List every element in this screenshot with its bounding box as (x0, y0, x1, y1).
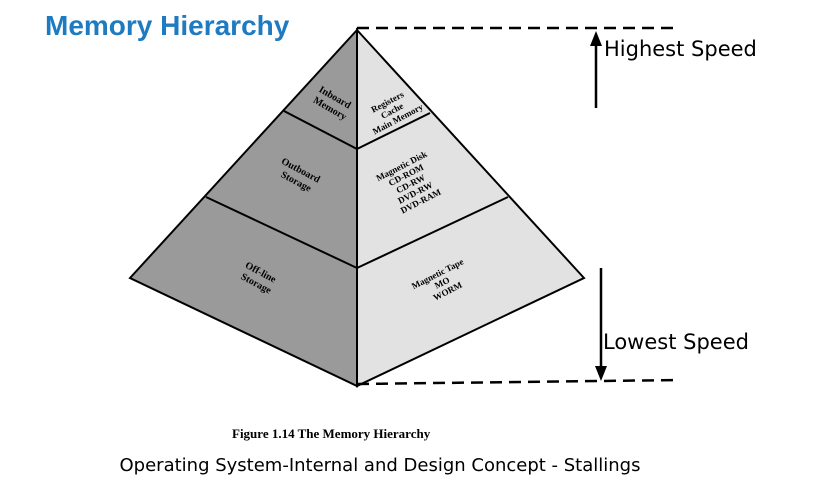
bottom-dashed-line (356, 378, 681, 386)
highest-speed-label: Highest Speed (604, 37, 757, 61)
pyramid-right-face (356, 27, 586, 388)
pyramid-left-face (128, 27, 358, 388)
tier-line-left-2 (205, 196, 358, 269)
highest-speed-arrowhead (590, 31, 602, 46)
figure-caption: Figure 1.14 The Memory Hierarchy (232, 426, 431, 441)
page-title: Memory Hierarchy (45, 10, 290, 41)
source-citation: Operating System-Internal and Design Con… (119, 455, 641, 476)
lowest-speed-arrowhead (595, 366, 607, 381)
tier-line-right-2 (356, 196, 509, 269)
tier-line-right-1 (356, 112, 431, 150)
lowest-speed-label: Lowest Speed (603, 330, 749, 354)
tier-line-left-1 (283, 110, 358, 150)
